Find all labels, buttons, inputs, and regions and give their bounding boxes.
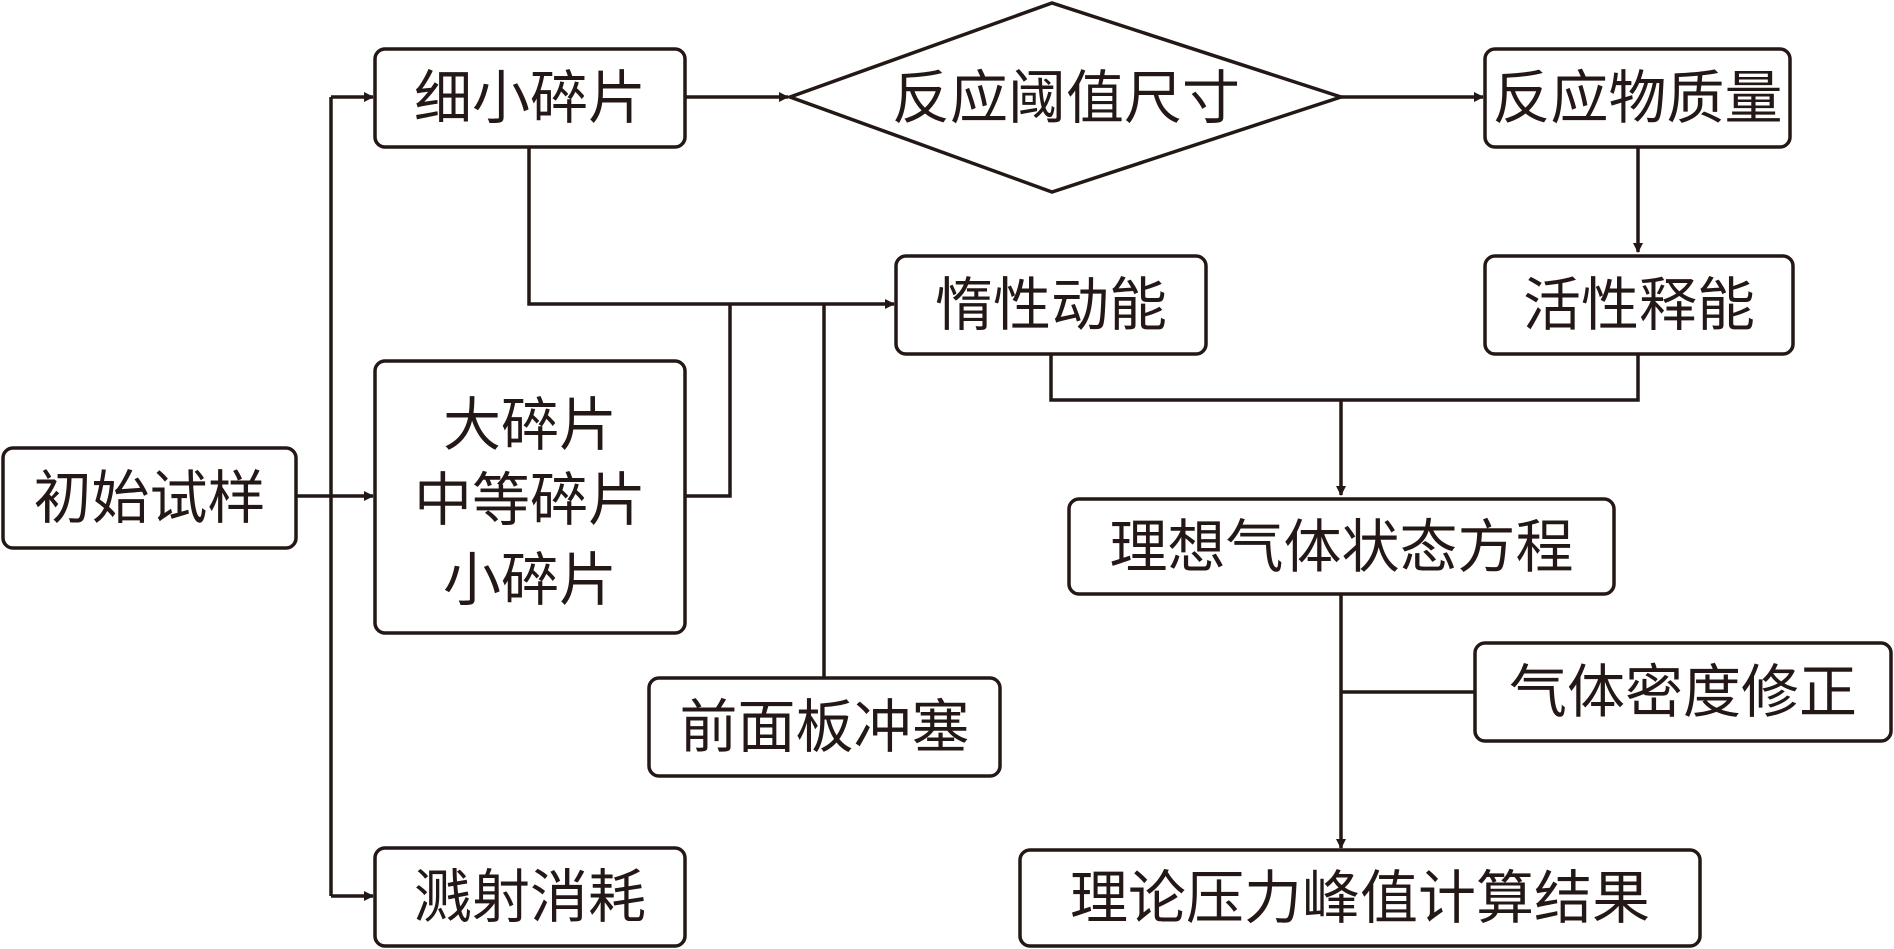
fine-fragments-label: 细小碎片 xyxy=(414,64,646,132)
node-initial-sample: 初始试样 xyxy=(1,446,298,550)
node-peak-pressure-result: 理论压力峰值计算结果 xyxy=(1018,848,1702,948)
node-inert-kinetic-energy: 惰性动能 xyxy=(894,254,1208,356)
node-splash-loss: 溅射消耗 xyxy=(373,846,687,948)
peak-pressure-result-label: 理论压力峰值计算结果 xyxy=(1070,864,1650,932)
active-energy-release-label: 活性释能 xyxy=(1523,271,1755,339)
small-fragments-label: 小碎片 xyxy=(443,546,617,614)
inert-kinetic-energy-label: 惰性动能 xyxy=(935,271,1167,339)
threshold-size-label: 反应阈值尺寸 xyxy=(892,64,1240,132)
medium-fragments-label: 中等碎片 xyxy=(414,466,646,534)
node-ideal-gas-equation: 理想气体状态方程 xyxy=(1067,497,1616,596)
front-plate-plugging-label: 前面板冲塞 xyxy=(679,693,969,761)
node-front-plate-plugging: 前面板冲塞 xyxy=(647,676,1002,778)
node-fine-fragments: 细小碎片 xyxy=(373,47,687,149)
line-fragment-sizes-to-inert xyxy=(685,304,732,498)
large-fragments-label: 大碎片 xyxy=(443,391,617,459)
ideal-gas-equation-label: 理想气体状态方程 xyxy=(1109,513,1573,581)
gas-density-correction-label: 气体密度修正 xyxy=(1509,658,1857,726)
initial-sample-label: 初始试样 xyxy=(33,464,265,532)
line-fine-to-inert xyxy=(527,147,730,306)
node-gas-density-correction: 气体密度修正 xyxy=(1473,641,1893,743)
node-fragment-sizes: 大碎片 中等碎片 小碎片 xyxy=(373,359,687,635)
node-reactant-mass: 反应物质量 xyxy=(1483,47,1792,149)
node-active-energy-release: 活性释能 xyxy=(1483,254,1795,356)
connectors xyxy=(296,92,1643,901)
node-threshold-size: 反应阈值尺寸 xyxy=(784,1,1347,194)
line-inert-to-merge xyxy=(1049,354,1640,402)
reactant-mass-label: 反应物质量 xyxy=(1492,64,1782,132)
splash-loss-label: 溅射消耗 xyxy=(414,863,646,931)
